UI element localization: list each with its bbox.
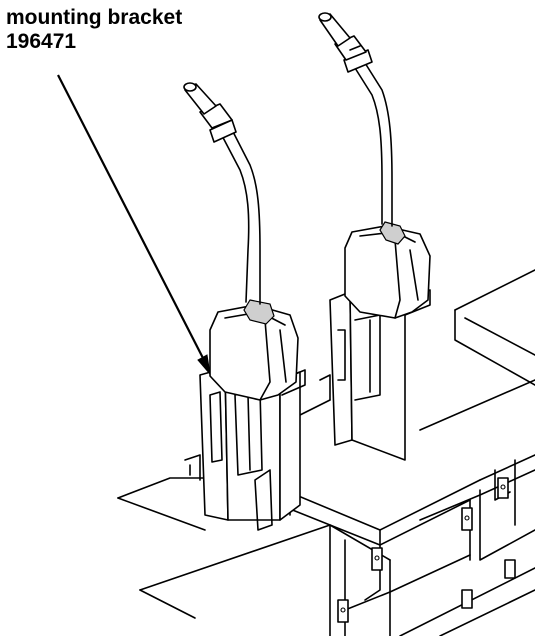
- callout-label: mounting bracket 196471: [6, 6, 182, 54]
- callout-arrow: [57, 74, 211, 376]
- front-gun-assembly: [183, 82, 306, 531]
- rear-gun-assembly: [318, 12, 431, 461]
- base-plates: [117, 269, 535, 636]
- callout-part-number: 196471: [6, 30, 77, 53]
- callout-name: mounting bracket: [6, 6, 183, 29]
